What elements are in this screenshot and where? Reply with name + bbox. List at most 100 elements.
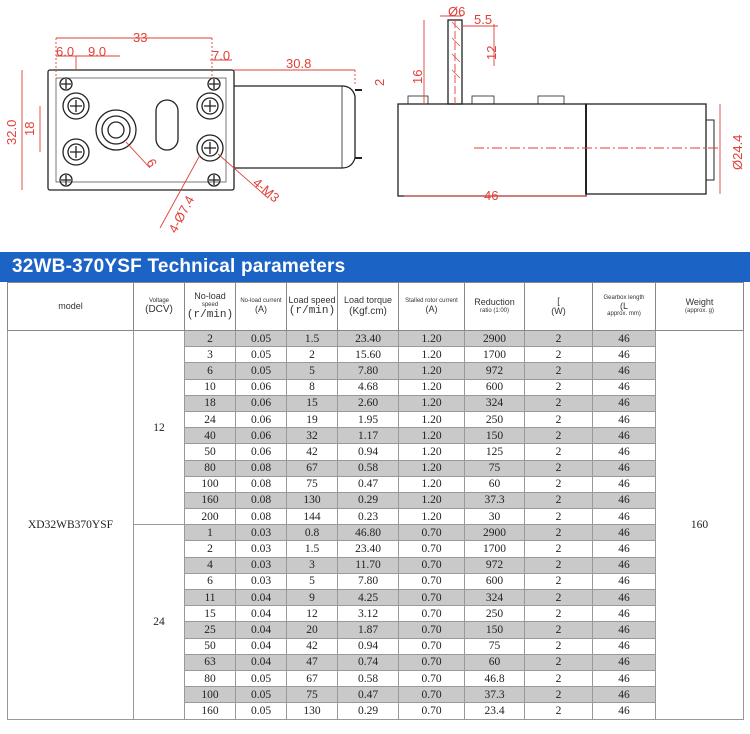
table-cell: 3 <box>184 346 236 364</box>
table-cell: 80 <box>184 459 236 477</box>
table-cell: 2 <box>524 524 593 542</box>
top-view-labels: 33 6.0 9.0 7.0 30.8 32.0 18 2 6 4-Ø7.4 4… <box>4 30 387 235</box>
table-cell: 144 <box>286 508 338 526</box>
table-cell: 100 <box>184 475 236 493</box>
table-cell: 0.05 <box>235 669 287 688</box>
header-noload-current: No-load current (A) <box>235 282 287 331</box>
table-cell: 46 <box>592 475 656 493</box>
table-cell: 4.68 <box>337 378 399 396</box>
table-cell: 2 <box>524 540 593 558</box>
table-cell: 0.70 <box>398 669 465 688</box>
table-cell: 160 <box>184 491 236 510</box>
table-cell: 80 <box>184 669 236 688</box>
table-cell: 0.70 <box>398 588 465 607</box>
table-cell: 46 <box>592 378 656 396</box>
dim-7-0: 7.0 <box>212 48 230 63</box>
table-cell: 200 <box>184 508 236 526</box>
dim-46: 46 <box>484 188 498 203</box>
table-cell: 2 <box>524 475 593 493</box>
table-cell: 0.03 <box>235 524 287 542</box>
table-cell: 130 <box>286 491 338 510</box>
dim-2: 2 <box>372 79 387 86</box>
table-cell: 46 <box>592 491 656 510</box>
header-noload-speed: No-load speed (r/min) <box>184 282 236 331</box>
table-cell: 0.74 <box>337 653 399 671</box>
table-cell: 0.70 <box>398 637 465 655</box>
table-cell: 75 <box>286 686 338 704</box>
table-cell: 2 <box>286 346 338 364</box>
dim-5-5: 5.5 <box>474 12 492 27</box>
table-cell: 1.17 <box>337 427 399 445</box>
table-cell: 30 <box>464 508 525 526</box>
table-cell: 46 <box>592 572 656 591</box>
table-cell: 60 <box>464 475 525 493</box>
dim-32-0: 32.0 <box>4 120 19 145</box>
table-cell: 7.80 <box>337 572 399 591</box>
table-cell: 15 <box>184 605 236 623</box>
voltage-cell: 24 <box>133 524 185 720</box>
table-cell: 0.03 <box>235 556 287 574</box>
table-cell: 42 <box>286 637 338 655</box>
table-cell: 1.20 <box>398 443 465 461</box>
table-cell: 19 <box>286 410 338 429</box>
table-cell: 160 <box>184 702 236 720</box>
table-cell: 0.03 <box>235 572 287 591</box>
table-cell: 2 <box>524 588 593 607</box>
table-cell: 46 <box>592 443 656 461</box>
table-cell: 0.58 <box>337 669 399 688</box>
table-cell: 1.5 <box>286 329 338 348</box>
table-cell: 1.20 <box>398 459 465 477</box>
table-cell: 2 <box>524 669 593 688</box>
table-cell: 4 <box>184 556 236 574</box>
dim-shaft-dia-6: Ø6 <box>448 4 465 19</box>
table-cell: 46 <box>592 621 656 639</box>
table-cell: 250 <box>464 410 525 429</box>
dim-shaft-6: 6 <box>143 156 160 170</box>
table-cell: 46 <box>592 362 656 380</box>
table-cell: 1.20 <box>398 394 465 412</box>
dim-18: 18 <box>22 122 37 136</box>
table-cell: 46 <box>592 329 656 348</box>
table-cell: 0.94 <box>337 443 399 461</box>
table-cell: 46 <box>592 508 656 526</box>
banner-title: 32WB-370YSF Technical parameters <box>12 256 346 277</box>
table-cell: 0.06 <box>235 378 287 396</box>
table-cell: 1.87 <box>337 621 399 639</box>
table-cell: 0.94 <box>337 637 399 655</box>
table-cell: 2900 <box>464 329 525 348</box>
table-cell: 67 <box>286 669 338 688</box>
table-cell: 0.05 <box>235 686 287 704</box>
table-cell: 2 <box>524 605 593 623</box>
header-load-speed: Load speed (r/min) <box>286 282 338 331</box>
table-cell: 23.40 <box>337 329 399 348</box>
table-cell: 75 <box>464 637 525 655</box>
table-cell: 2 <box>524 427 593 445</box>
side-view-drawing <box>397 19 715 197</box>
table-cell: 46 <box>592 410 656 429</box>
dim-4-d7-4: 4-Ø7.4 <box>165 193 197 235</box>
table-cell: 0.05 <box>235 329 287 348</box>
dim-6-0: 6.0 <box>56 44 74 59</box>
table-cell: 25 <box>184 621 236 639</box>
table-cell: 37.3 <box>464 686 525 704</box>
side-view-labels: Ø6 5.5 16 12 46 Ø24.4 <box>410 4 745 203</box>
table-cell: 0.70 <box>398 702 465 720</box>
table-cell: 60 <box>464 653 525 671</box>
table-cell: 0.08 <box>235 508 287 526</box>
table-cell: 0.70 <box>398 524 465 542</box>
table-cell: 2900 <box>464 524 525 542</box>
table-cell: 46 <box>592 556 656 574</box>
table-cell: 1.20 <box>398 329 465 348</box>
table-cell: 100 <box>184 686 236 704</box>
table-cell: 0.47 <box>337 686 399 704</box>
header-load-torque: Load torque (Kgf.cm) <box>337 282 399 331</box>
